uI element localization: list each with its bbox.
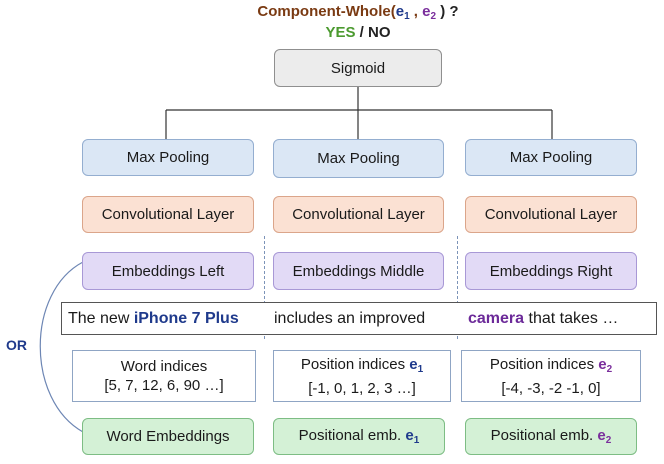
max-pooling-middle: Max Pooling [273, 139, 444, 178]
conv-layer-right: Convolutional Layer [465, 196, 637, 233]
sentence-right-segment: camera that takes … [468, 303, 618, 334]
entity1-symbol: e [395, 3, 405, 20]
sentence-middle-segment: includes an improved [274, 303, 425, 334]
entity2-mention: camera [468, 310, 525, 327]
input-sentence: The new iPhone 7 Plus includes an improv… [61, 302, 657, 335]
sentence-left-text: The new [68, 310, 134, 327]
embeddings-middle: Embeddings Middle [273, 252, 444, 290]
yes-no-answer: YES / NO [0, 24, 664, 41]
positional-emb-e2: Positional emb. e2 [465, 418, 637, 455]
max-pooling-right-label: Max Pooling [509, 149, 593, 166]
entity2-symbol: e [422, 3, 431, 20]
max-pooling-left-label: Max Pooling [126, 149, 210, 166]
separator-left [264, 236, 265, 339]
positional-emb-e1-label: Positional emb. e1 [298, 427, 420, 446]
word-embeddings-label: Word Embeddings [106, 428, 230, 445]
sentence-right-text: that takes … [524, 310, 619, 327]
entity1-subscript: 1 [404, 11, 410, 22]
relation-name: Component-Whole( [257, 3, 396, 20]
word-embeddings: Word Embeddings [82, 418, 254, 455]
embeddings-right-label: Embeddings Right [489, 262, 613, 280]
position-indices-e2-title: Position indices e2 [489, 355, 613, 375]
yes-label: YES [325, 24, 356, 41]
word-indices-title: Word indices [120, 358, 208, 375]
max-pooling-right: Max Pooling [465, 139, 637, 176]
entity1-mention: iPhone 7 Plus [133, 310, 239, 327]
sigmoid-label: Sigmoid [330, 59, 386, 77]
max-pooling-left: Max Pooling [82, 139, 254, 176]
entity-separator: , [409, 3, 423, 20]
word-indices-values: [5, 7, 12, 6, 90 …] [104, 377, 224, 394]
position-indices-e1-box: Position indices e1 [-1, 0, 1, 2, 3 …] [273, 350, 451, 402]
embeddings-middle-label: Embeddings Middle [292, 262, 425, 280]
conv-layer-left: Convolutional Layer [82, 196, 254, 233]
position-indices-e1-values: [-1, 0, 1, 2, 3 …] [308, 379, 416, 397]
entity2-subscript: 2 [430, 11, 437, 22]
conv-layer-middle-label: Convolutional Layer [292, 206, 425, 223]
position-indices-e1-title: Position indices e1 [300, 355, 424, 375]
embeddings-left: Embeddings Left [82, 252, 254, 290]
relation-question: Component-Whole(e1 , e2 ) ? [0, 3, 664, 22]
position-indices-e2-values: [-4, -3, -2 -1, 0] [501, 379, 601, 397]
conv-layer-middle: Convolutional Layer [273, 196, 444, 233]
positional-emb-e1: Positional emb. e1 [273, 418, 445, 455]
embeddings-left-label: Embeddings Left [111, 262, 225, 280]
sigmoid-node: Sigmoid [274, 49, 442, 87]
max-pooling-middle-label: Max Pooling [317, 150, 400, 167]
separator-right [457, 236, 458, 339]
positional-emb-e2-label: Positional emb. e2 [490, 427, 612, 446]
conv-layer-right-label: Convolutional Layer [484, 206, 618, 223]
conv-layer-left-label: Convolutional Layer [101, 206, 235, 223]
no-label: / NO [355, 24, 391, 41]
or-label: OR [6, 337, 27, 353]
embeddings-right: Embeddings Right [465, 252, 637, 290]
or-label-text: OR [6, 337, 27, 353]
position-indices-e2-box: Position indices e2 [-4, -3, -2 -1, 0] [461, 350, 641, 402]
sentence-middle-text: includes an improved [274, 310, 426, 327]
word-indices-box: Word indices [5, 7, 12, 6, 90 …] [72, 350, 256, 402]
sentence-left-segment: The new iPhone 7 Plus [68, 303, 239, 334]
or-bracket-curve [39, 261, 84, 433]
question-suffix: ) ? [436, 3, 459, 20]
